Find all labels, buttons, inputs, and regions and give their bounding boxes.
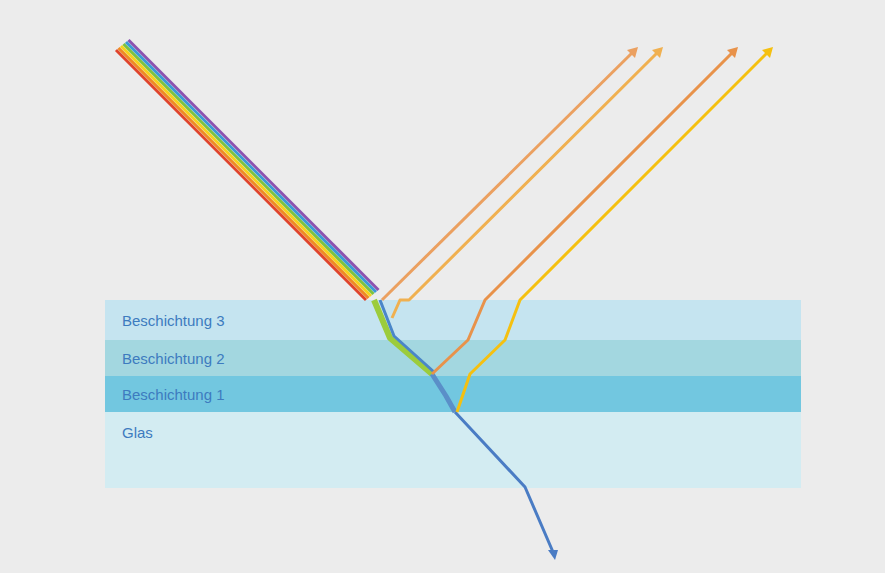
band-label: Beschichtung 3 bbox=[105, 312, 225, 330]
ray-blue bbox=[126, 42, 376, 292]
reflected-ray bbox=[382, 50, 635, 300]
coating-band: Beschichtung 3 bbox=[105, 300, 801, 340]
ray-violet bbox=[129, 40, 379, 290]
refracted-beam-upper-blue bbox=[380, 300, 434, 372]
glass-fill bbox=[105, 412, 801, 488]
ray-yellow bbox=[121, 46, 371, 296]
reflected-ray bbox=[392, 50, 660, 318]
arrowhead bbox=[627, 47, 638, 58]
reflected-ray bbox=[432, 50, 735, 374]
coating-band: Beschichtung 1 bbox=[105, 376, 801, 412]
coating-2-fill bbox=[105, 340, 801, 376]
refracted-beam-mid bbox=[432, 374, 455, 412]
band-label: Glas bbox=[105, 424, 153, 442]
band-label: Beschichtung 1 bbox=[105, 386, 225, 404]
transmitted-ray bbox=[455, 412, 553, 552]
arrowhead bbox=[762, 47, 773, 58]
ray-green bbox=[124, 44, 374, 294]
band-label: Beschichtung 2 bbox=[105, 350, 225, 368]
arrowhead bbox=[548, 550, 558, 560]
reflected-ray bbox=[457, 50, 770, 412]
glass-band: Glas bbox=[105, 412, 801, 488]
ray-red bbox=[116, 50, 366, 300]
arrowhead bbox=[727, 47, 738, 58]
coating-3-fill bbox=[105, 300, 801, 340]
ray-orange bbox=[119, 48, 369, 298]
arrowhead bbox=[652, 47, 663, 58]
coating-band: Beschichtung 2 bbox=[105, 340, 801, 376]
